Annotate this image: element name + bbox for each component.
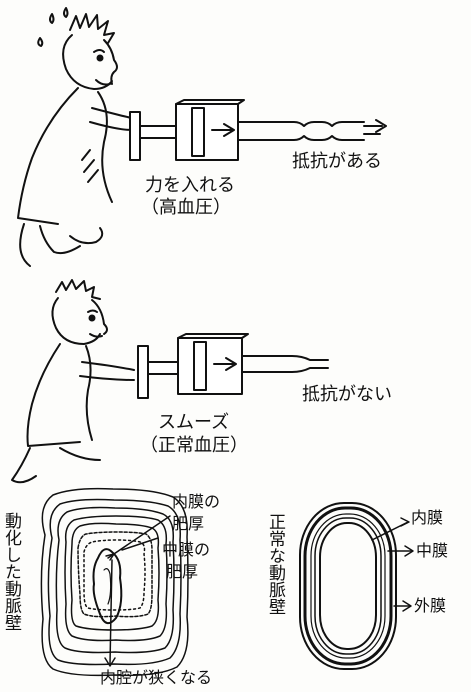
high-bp-caption-line2: （高血圧） <box>141 197 231 218</box>
resistance-present-label: 抵抗がある <box>292 151 382 172</box>
syringe-normal-pressure <box>137 333 329 399</box>
normal-label-pointers <box>371 517 414 612</box>
lumen-narrowing-label: 内腔が狭くなる <box>100 668 213 687</box>
normal-artery-side-label: 正常な動脈壁 <box>265 513 285 615</box>
resistance-absent-label: 抵抗がない <box>302 384 392 405</box>
syringe-high-pressure <box>129 99 387 161</box>
calm-person-figure <box>11 279 135 484</box>
intima-thickening-line1: 内膜の <box>172 492 221 511</box>
media-thickening-line1: 中膜の <box>162 540 211 559</box>
high-bp-caption-line1: 力を入れる <box>145 175 235 196</box>
sclerotic-artery-side-label: 動化した動脈壁 <box>1 512 21 631</box>
straining-person-figure <box>17 7 133 267</box>
normal-bp-caption-line1: スムーズ <box>158 412 230 433</box>
normal-artery-cross-section <box>299 502 397 670</box>
sclerotic-artery-cross-section <box>40 487 189 677</box>
normal-media-label: 中膜 <box>416 541 449 560</box>
normal-intima-label: 内膜 <box>411 508 444 527</box>
normal-bp-caption-line2: （正常血圧） <box>140 435 248 456</box>
normal-adventitia-label: 外膜 <box>414 596 447 615</box>
sclerotic-label-pointers <box>104 515 171 667</box>
media-thickening-line2: 肥厚 <box>166 562 199 581</box>
intima-thickening-line2: 肥厚 <box>172 514 205 533</box>
